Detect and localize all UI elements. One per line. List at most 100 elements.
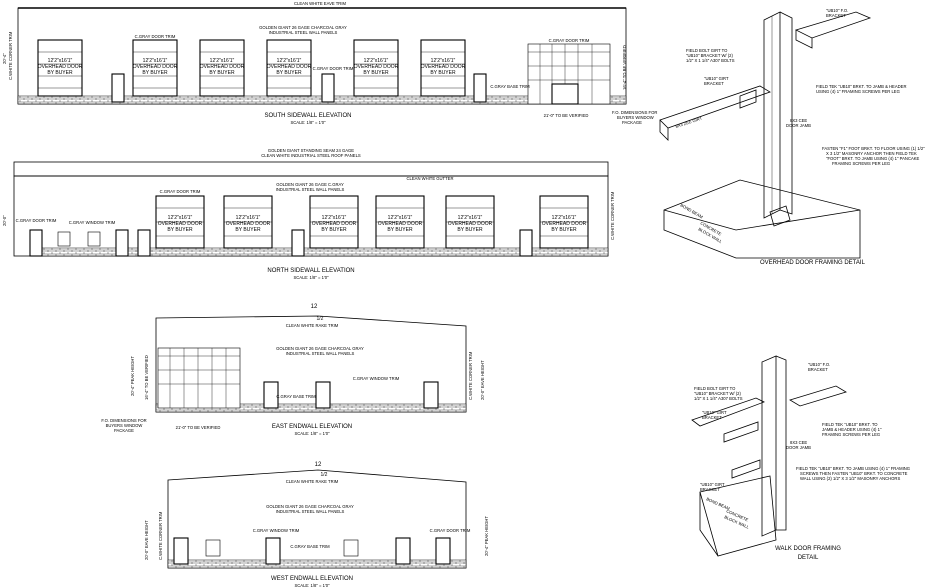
south-door-size-5: 12'2"x16'1": [364, 58, 389, 64]
north-window-1: [57, 231, 71, 247]
wd-girt-bracket-b-2: BRACKET: [700, 487, 720, 492]
south-walk-door-3: [473, 73, 487, 103]
west-wall-panels: [167, 469, 467, 569]
east-wall-panels: [155, 315, 467, 413]
south-door-desc-6: OVERHEAD DOOR: [421, 64, 466, 70]
oh-fasten-2: X 3 1/2" MASONRY ANCHOR THEN FIELD TEK: [826, 151, 917, 156]
north-panels-label: GOLDEN GIANT 26 GAGE C.GRAY: [276, 182, 344, 187]
wd-girt-bracket-2: BRACKET: [702, 415, 722, 420]
west-base-brick: [167, 559, 467, 569]
east-window-dim-v: 16'-4" TO BE VERIFIED: [144, 355, 149, 400]
south-door-size-6: 12'2"x16'1": [431, 58, 456, 64]
north-walk-door-1: [29, 229, 43, 257]
south-title: SOUTH SIDEWALL ELEVATION: [264, 113, 351, 119]
west-walk-door-1: [173, 537, 189, 565]
north-sidewall-elevation: 12'2"x16'1" OVERHEAD DOOR BY BUYER 12'2"…: [2, 148, 615, 280]
north-door-by-4: BY BUYER: [387, 227, 413, 233]
south-door-trim-2: C.GRAY DOOR TRIM: [313, 66, 354, 71]
north-window-2: [87, 231, 101, 247]
north-roof-label: GOLDEN GIANT STANDING SEAM 24 GAGE: [268, 148, 354, 153]
south-door-by-4: BY BUYER: [276, 70, 302, 76]
north-door-by-2: BY BUYER: [235, 227, 261, 233]
oh-cee: 8X3 CEE: [790, 118, 807, 123]
walk-door-framing-detail: "UB10" F.O. BRACKET FIELD BOLT GIRT TO "…: [691, 355, 910, 561]
west-window-1: [205, 539, 221, 557]
east-base-brick: [155, 403, 467, 413]
north-door-trim: C.GRAY DOOR TRIM: [160, 189, 201, 194]
south-sidewall-elevation: 12'2"x16'1" OVERHEAD DOOR BY BUYER 12'2"…: [2, 1, 657, 125]
oh-cee-2: DOOR JAMB: [786, 123, 811, 128]
west-panels-label-2: INDUSTRIAL STEEL WALL PANELS: [276, 509, 345, 514]
oh-bracket-2: BRACKET: [826, 13, 846, 18]
oh-fasten-3: "FOOT" BRKT. TO JAMB USING (4) 1" PANCAK…: [826, 156, 920, 161]
north-overhead-doors: [155, 195, 589, 249]
wd-field-bolt: FIELD BOLT GIRT TO: [694, 386, 736, 391]
wd-field-tek-ub: FIELD TEK "UB10" BRKT. TO JAMB USING (4)…: [796, 466, 910, 471]
south-corner-trim: C.WHITE CORNER TRIM: [8, 31, 13, 80]
overhead-door-framing-detail: "UB10" F.O. BRACKET FIELD BOLT GIRT TO "…: [659, 8, 925, 266]
east-walk-door-2: [315, 381, 331, 409]
south-door-size-3: 12'2"x16'1": [210, 58, 235, 64]
wd-field-tek-3: FRAMING SCREWS PER LEG: [822, 432, 880, 437]
wd-field-tek: FIELD TEK "UB10" BRKT. TO: [822, 422, 878, 427]
north-walk-door-3: [137, 229, 151, 257]
south-door-by-2: BY BUYER: [142, 70, 168, 76]
south-door-desc-3: OVERHEAD DOOR: [200, 64, 245, 70]
oh-bracket: "UB10" F.O.: [826, 8, 848, 13]
oh-field-tek: FIELD TEK "UB10" BRKT. TO JAMB & HEADER: [816, 84, 906, 89]
south-window-dim-v: 16'-4" TO BE VERIFIED: [622, 45, 627, 90]
south-door-desc-1: OVERHEAD DOOR: [38, 64, 83, 70]
north-walk-door-5: [519, 229, 533, 257]
west-walk-door-3: [395, 537, 411, 565]
west-scale: SCALE: 1/8" = 1'0": [294, 583, 330, 588]
south-fo-note-3: PACKAGE: [622, 120, 642, 125]
west-rake: CLEAN WHITE RAKE TRIM: [286, 479, 339, 484]
west-corner: C.WHITE CORNER TRIM: [158, 511, 163, 560]
west-walk-door-2: [265, 537, 281, 565]
north-gutter: CLEAN WHITE GUTTER: [407, 176, 454, 181]
west-peak-height: 20'-4" PEAK HEIGHT: [484, 516, 489, 556]
east-pitch-rise: 1/2: [317, 316, 324, 322]
north-title: NORTH SIDEWALL ELEVATION: [267, 268, 354, 274]
east-pitch-run: 12: [311, 304, 318, 310]
north-left-door-trim: C.GRAY DOOR TRIM: [16, 218, 57, 223]
south-door-size-2: 12'2"x16'1": [143, 58, 168, 64]
west-window-2: [343, 539, 359, 557]
north-door-by-5: BY BUYER: [457, 227, 483, 233]
east-base-trim: C.GRAY BASE TRIM: [276, 394, 316, 399]
oh-girt-bracket: "UB10" GIRT: [704, 76, 729, 81]
north-door-desc-4: OVERHEAD DOOR: [378, 221, 423, 227]
east-fo-note-3: PACKAGE: [114, 428, 134, 433]
east-corner: C.WHITE CORNER TRIM: [468, 351, 473, 400]
north-door-desc-6: OVERHEAD DOOR: [542, 221, 587, 227]
north-panels-label-2: INDUSTRIAL STEEL WALL PANELS: [276, 187, 345, 192]
south-door-by-1: BY BUYER: [47, 70, 73, 76]
north-door-size-1: 12'2"x16'1": [168, 215, 193, 221]
east-peak-height: 20'-4" PEAK HEIGHT: [130, 356, 135, 396]
south-fo-note-2: BUYERS WINDOW: [617, 115, 654, 120]
wd-field-bolt-2: "UB10" BRACKET W/ (2): [694, 391, 741, 396]
east-rake: CLEAN WHITE RAKE TRIM: [286, 323, 339, 328]
wd-bracket: "UB10" F.O.: [808, 362, 830, 367]
east-eave-height: 20'-0" EAVE HEIGHT: [480, 360, 485, 400]
east-window-trim: C.GRAY WINDOW TRIM: [353, 376, 400, 381]
south-door-by-3: BY BUYER: [209, 70, 235, 76]
north-walk-door-4: [291, 229, 305, 257]
south-door-desc-4: OVERHEAD DOOR: [267, 64, 312, 70]
west-eave-height: 20'-0" EAVE HEIGHT: [144, 520, 149, 560]
wd-cee-2: DOOR JAMB: [786, 445, 811, 450]
west-door-trim: C.GRAY DOOR TRIM: [430, 528, 471, 533]
west-walk-door-4: [435, 537, 451, 565]
north-roof-label-2: CLEAN WHITE INDUSTRIAL STEEL ROOF PANELS: [261, 153, 361, 158]
oh-field-bolt-3: 1/2" X 1 1/4" A307 BOLTS: [686, 58, 735, 63]
south-door-size-4: 12'2"x16'1": [277, 58, 302, 64]
south-door-desc-5: OVERHEAD DOOR: [354, 64, 399, 70]
south-overhead-doors: [37, 39, 466, 97]
wd-field-tek-2: JAMB & HEADER USING (4) 1": [822, 427, 882, 432]
wd-field-tek-ub-2: SCREWS THEN FASTEN "UB10" BRKT. TO CONCR…: [800, 471, 908, 476]
south-door-desc-2: OVERHEAD DOOR: [133, 64, 178, 70]
north-door-desc-3: OVERHEAD DOOR: [312, 221, 357, 227]
south-base-trim: C.GRAY BASE TRIM: [490, 84, 530, 89]
east-panels-label-2: INDUSTRIAL STEEL WALL PANELS: [286, 351, 355, 356]
